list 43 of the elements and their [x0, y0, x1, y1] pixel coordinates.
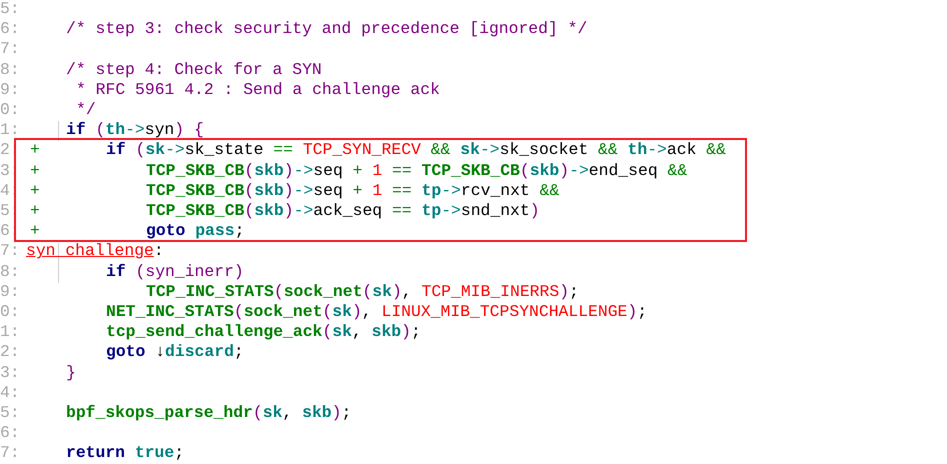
highlight-box — [14, 138, 747, 242]
code-line: TCP_INC_STATS(sock_net(sk), TCP_MIB_INERRS); — [146, 282, 579, 301]
code-line: } — [66, 364, 76, 382]
line-number: 7: — [0, 242, 20, 260]
line-number: 5: — [0, 0, 20, 18]
line-number: 5: — [0, 404, 20, 422]
line-number: 4: — [0, 384, 20, 402]
line-number: 2: — [0, 343, 20, 362]
code-line: goto ↓discard; — [106, 343, 244, 362]
code-line: bpf_skops_parse_hdr(sk, skb); — [66, 404, 352, 422]
line-number: 3: — [0, 364, 20, 382]
line-number: 9: — [0, 80, 20, 99]
diff-marker: + — [30, 202, 40, 220]
diff-marker: + — [30, 182, 40, 200]
code-line: tcp_send_challenge_ack(sk, skb); — [106, 323, 421, 342]
code-line: if (th->syn) { — [66, 121, 204, 140]
line-number: 8: — [0, 60, 20, 79]
code-line: return true; — [66, 444, 184, 462]
code-label: syn_challenge: — [26, 242, 164, 260]
line-number: 0: — [0, 101, 20, 119]
code-line: if (sk->sk_state == TCP_SYN_RECV && sk->sk_socket && th->ack && — [106, 141, 726, 160]
code-comment: */ — [76, 101, 96, 119]
line-number: 1: — [0, 121, 20, 140]
line-number: 1: — [0, 323, 20, 342]
line-number: 7: — [0, 444, 20, 462]
line-number: 6: — [0, 20, 20, 38]
line-number: 7: — [0, 40, 20, 58]
code-comment: /* step 4: Check for a SYN — [66, 60, 322, 79]
diff-marker: + — [30, 141, 40, 160]
diff-marker: + — [30, 162, 40, 180]
line-number: 0: — [0, 303, 20, 321]
code-comment: * RFC 5961 4.2 : Send a challenge ack — [76, 80, 440, 99]
code-line: if (syn_inerr) — [106, 262, 244, 281]
diff-marker: + — [30, 222, 40, 240]
code-line: TCP_SKB_CB(skb)->ack_seq == tp->snd_nxt) — [146, 202, 540, 220]
code-line: NET_INC_STATS(sock_net(sk), LINUX_MIB_TCPSYNCHALLENGE); — [106, 303, 648, 321]
code-line: TCP_SKB_CB(skb)->seq + 1 == TCP_SKB_CB(skb)->end_seq && — [146, 162, 688, 180]
code-comment: /* step 3: check security and precedence [ignored] */ — [66, 20, 588, 38]
line-number: 6: — [0, 424, 20, 442]
line-number: 8: — [0, 262, 20, 281]
line-number: 9: — [0, 282, 20, 301]
code-line: goto pass; — [146, 222, 244, 240]
code-line: TCP_SKB_CB(skb)->seq + 1 == tp->rcv_nxt && — [146, 182, 560, 200]
